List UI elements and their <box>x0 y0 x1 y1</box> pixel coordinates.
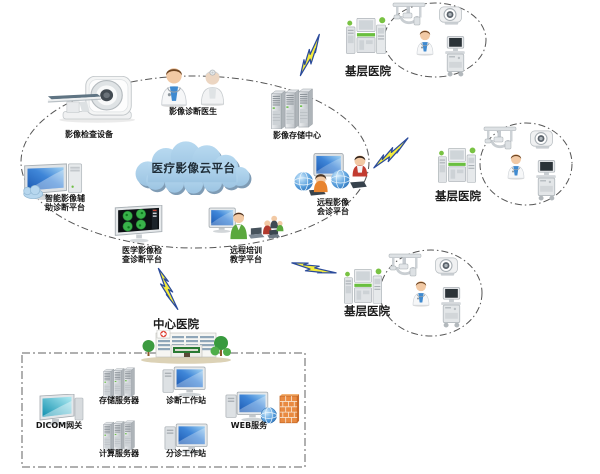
label-imaging-equipment: 影像检查设备 <box>65 130 113 139</box>
datacenter-border <box>21 352 306 468</box>
label-remote-training-platform: 远程培训 教学平台 <box>230 246 262 265</box>
ct-scanner-icon <box>46 76 136 124</box>
ultrasound-cart-icon <box>438 287 464 328</box>
ultrasound-cart-icon <box>442 36 468 77</box>
label-exam-diagnosis-platform: 医学影像检 查诊断平台 <box>122 246 162 265</box>
label-remote-consultation-platform: 远程影像 会诊平台 <box>317 198 349 217</box>
hospital-building-icon <box>140 330 232 364</box>
clinic-equipment-icon <box>342 265 384 307</box>
clinic-equipment-icon <box>436 144 478 186</box>
label-triage-workstation: 分诊工作站 <box>166 449 206 458</box>
firewall-icon <box>279 393 300 424</box>
storage-server-icon <box>98 367 140 398</box>
label-dicom-gateway: DICOM网关 <box>35 421 83 430</box>
lightning-bolt-1 <box>286 33 333 77</box>
doctor-icon-1 <box>158 64 190 107</box>
diagnosis-workstation-icon <box>162 366 207 398</box>
clinic-equipment-icon <box>345 13 387 58</box>
ultrasound-cart-icon <box>533 160 559 201</box>
doctor-icon <box>415 27 435 56</box>
cloud-platform-label: 医疗影像云平台 <box>151 161 236 175</box>
label-central-hospital: 中心医院 <box>153 317 199 331</box>
cloud-boundary-ellipse <box>20 75 370 249</box>
web-service-icon <box>225 391 279 425</box>
branch-hospital-ellipse-2 <box>479 122 573 206</box>
label-branch-hospital-2: 基层医院 <box>435 189 481 203</box>
storage-servers-icon <box>266 88 318 129</box>
label-storage-server: 存储服务器 <box>99 396 139 405</box>
label-branch-hospital-3: 基层医院 <box>344 304 390 318</box>
branch-hospital-ellipse-1 <box>383 2 487 78</box>
mri-scanner-icon <box>434 256 459 277</box>
mri-scanner-icon <box>438 5 463 26</box>
scan-monitor-icon <box>114 205 166 243</box>
compute-server-icon <box>98 420 140 451</box>
lightning-bolt-2 <box>368 137 414 169</box>
label-storage-center: 影像存储中心 <box>273 131 321 140</box>
lightning-bolt-4 <box>156 267 180 311</box>
label-compute-server: 计算服务器 <box>99 449 139 458</box>
remote-training-icon <box>208 207 284 242</box>
label-ai-assisted-platform: 智能影像辅 助诊断平台 <box>45 194 85 213</box>
lightning-bolt-3 <box>291 246 337 290</box>
doctor-icon <box>506 151 526 180</box>
label-diagnosis-workstation: 诊断工作站 <box>166 396 206 405</box>
doctor-icon <box>411 278 431 307</box>
mri-scanner-icon <box>529 129 554 150</box>
doctor-icon-2 <box>198 67 227 106</box>
label-branch-hospital-1: 基层医院 <box>345 64 391 78</box>
remote-consultation-icon <box>293 153 372 200</box>
label-diagnosing-doctors: 影像诊断医生 <box>169 107 217 116</box>
label-web-service: WEB服务 <box>230 421 268 430</box>
